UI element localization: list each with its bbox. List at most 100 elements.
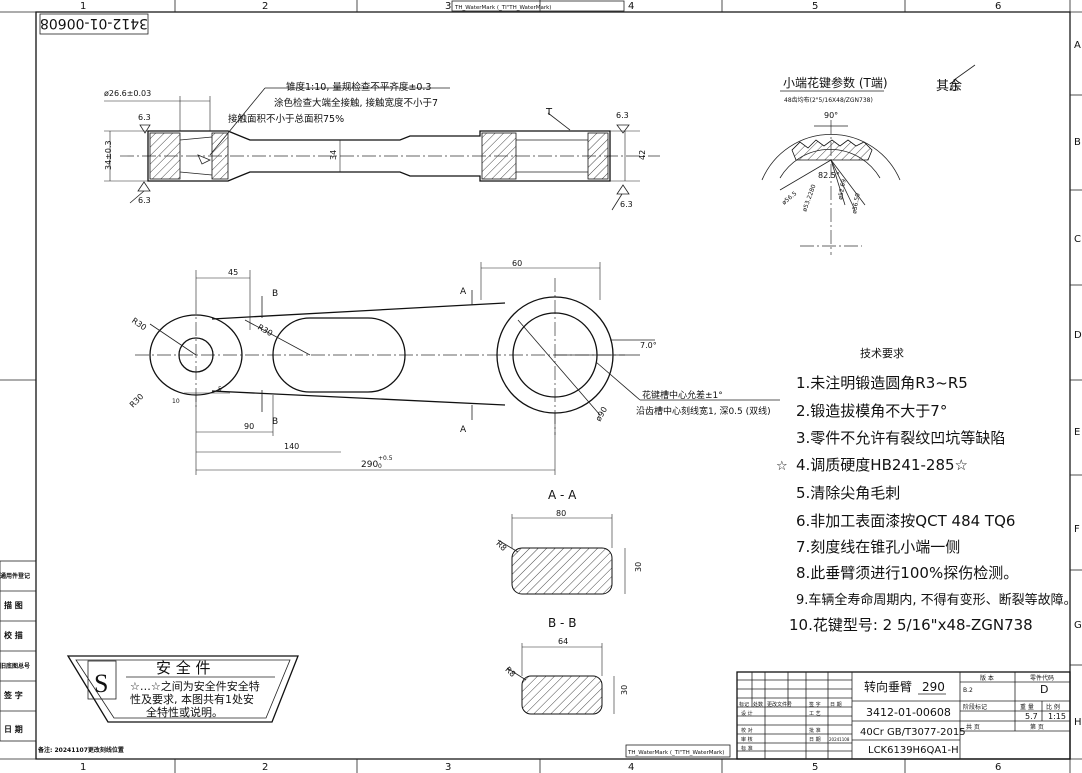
top-view-labels: ø26.6±0.03 34±0.3 34 42 6.3 6.3 6.3 6.3 …: [104, 81, 647, 209]
dia-90: ø90: [594, 405, 609, 423]
approval-date: 20241108: [829, 737, 850, 742]
role-label: 日 期: [809, 737, 821, 743]
requirement-item: 6.非加工表面漆按QCT 484 TQ6: [796, 512, 1015, 530]
section-aa-radius: R8: [494, 539, 508, 553]
svg-text:A: A: [1074, 40, 1081, 51]
column-labels: 1 2 3 4 5 6 1 2 3 4 5 6: [80, 1, 1001, 773]
register-cell: 通用件登记: [0, 572, 30, 580]
radius-r30-bottom: R30: [128, 392, 146, 410]
version-value: B.2: [963, 687, 973, 694]
top-view: [104, 87, 660, 211]
svg-text:TH_WaterMark (_TI"TH_WaterMark: TH_WaterMark (_TI"TH_WaterMark): [454, 5, 551, 11]
dim-60: 60: [512, 259, 522, 268]
register-cell: 日 期: [4, 724, 23, 734]
row-labels: A B C D E F G H: [1074, 40, 1082, 728]
bottom-note: 备注: 20241107更改刻线位置: [37, 746, 124, 754]
svg-text:3412-01-00608: 3412-01-00608: [40, 15, 148, 31]
watermark-top: TH_WaterMark (_TI"TH_WaterMark): [451, 0, 625, 12]
left-register-column: 通用件登记 描 图 校 描 旧底图总号 签 字 日 期: [0, 560, 37, 742]
radius-r30-slot: R30: [256, 323, 274, 339]
register-cell: 校 描: [4, 630, 23, 640]
draft-angle: 7.0°: [640, 341, 657, 350]
safety-letter: S: [94, 669, 108, 698]
side-view-labels: 45 60 90 140 290 +0.5 0 10 5 R30 R30 R30…: [128, 259, 771, 470]
section-bb-width: 64: [558, 637, 568, 646]
rest-surface-symbol: 其余: [936, 78, 962, 94]
dim-45: 45: [228, 268, 238, 277]
dim-34-tol: 34±0.3: [104, 140, 113, 170]
dim-290-upper-tol: +0.5: [378, 455, 393, 462]
svg-text:F: F: [1074, 524, 1080, 535]
spline-note-1: 花键槽中心允差±1°: [642, 389, 723, 401]
register-cell: 描 图: [4, 600, 23, 610]
revision-header: 更改文件号: [767, 701, 792, 708]
roughness-label: 6.3: [138, 196, 151, 205]
revision-header: 日 期: [830, 702, 842, 708]
svg-text:2: 2: [262, 1, 268, 12]
requirements-title: 技术要求: [860, 347, 904, 360]
svg-text:5: 5: [812, 1, 818, 12]
section-aa: [497, 514, 626, 595]
safety-title: 安 全 件: [156, 659, 211, 677]
svg-text:TH_WaterMark (_TI"TH_WaterMark: TH_WaterMark (_TI"TH_WaterMark): [627, 750, 724, 756]
revision-header: 标记: [739, 701, 749, 708]
safety-line: 全特性或说明。: [146, 705, 223, 719]
roughness-label: 6.3: [616, 111, 629, 120]
svg-text:4: 4: [628, 762, 634, 773]
scale-label: 比 例: [1046, 703, 1060, 711]
sheet-label: 第 页: [1030, 723, 1044, 731]
part-size: 290: [922, 680, 945, 694]
dim-34: 34: [329, 150, 338, 160]
svg-text:G: G: [1074, 620, 1082, 631]
side-view: [135, 262, 780, 475]
svg-text:1: 1: [80, 1, 86, 12]
spline-angle-82-5: 82.5°: [818, 171, 840, 180]
requirement-item: 4.调质硬度HB241-285☆: [796, 456, 968, 474]
section-mark-b: B: [272, 417, 278, 427]
role-label: 标 准: [741, 745, 753, 752]
svg-text:3: 3: [445, 762, 451, 773]
title-block: [736, 671, 1071, 760]
roughness-label: 6.3: [620, 200, 633, 209]
spline-title: 小端花键参数 (T端): [783, 75, 888, 90]
svg-text:6: 6: [995, 1, 1001, 12]
svg-text:H: H: [1074, 717, 1082, 728]
material: 40Cr GB/T3077-2015: [860, 727, 966, 738]
spline-dia-53: ø53.2280: [801, 183, 817, 212]
safety-labels: S 安 全 件 ☆…☆之间为安全件安全特 性及要求, 本图共有1处安 全特性或说…: [94, 659, 260, 719]
safety-line: ☆…☆之间为安全件安全特: [130, 679, 260, 693]
dim-dia-26-6: ø26.6±0.03: [104, 89, 151, 98]
requirement-item: 9.车辆全寿命周期内, 不得有变形、断裂等故障。: [796, 592, 1077, 608]
spline-angle-90: 90°: [824, 111, 838, 120]
spline-dia-56-50: ø56.50: [851, 192, 862, 214]
svg-text:C: C: [1074, 234, 1081, 245]
taper-note-line3: 接触面积不小于总面积75%: [228, 113, 344, 125]
svg-text:E: E: [1074, 427, 1080, 438]
dim-5: 5: [218, 386, 222, 393]
spline-detail: [761, 64, 976, 255]
spline-labels: 小端花键参数 (T端) 48齿均布(2"5/16X48/ZGN738) 90° …: [781, 75, 962, 214]
register-cell: 旧底图总号: [0, 662, 30, 670]
role-label: 批 准: [809, 727, 821, 734]
vehicle-model: LCK6139H6QA1-H: [868, 745, 959, 756]
safety-badge: [66, 655, 299, 723]
requirement-item: 5.清除尖角毛刺: [796, 484, 900, 502]
weight-value: 5.7: [1025, 712, 1038, 721]
requirement-item: 8.此垂臂须进行100%探伤检测。: [796, 564, 1018, 582]
spline-dia-56-5: ø56.5: [781, 190, 799, 206]
parts-code-value: D: [1040, 683, 1048, 696]
section-aa-width: 80: [556, 509, 566, 518]
svg-text:B: B: [1074, 137, 1081, 148]
register-cell: 签 字: [3, 690, 23, 700]
version-label: 版 本: [980, 674, 994, 682]
spline-dia-52: ø52.69: [837, 178, 848, 200]
taper-note-line2: 涂色检查大端全接触, 接触宽度不小于7: [274, 97, 438, 109]
drawing-number-rotated: 3412-01-00608: [39, 13, 149, 35]
dim-140: 140: [284, 442, 299, 451]
requirement-item: 3.零件不允许有裂纹凹坑等缺陷: [796, 429, 1005, 447]
section-mark-a: A: [460, 425, 467, 435]
role-label: 工 艺: [809, 711, 821, 717]
sheets-label: 共 页: [966, 723, 980, 731]
spline-subtitle: 48齿均布(2"5/16X48/ZGN738): [784, 96, 873, 104]
